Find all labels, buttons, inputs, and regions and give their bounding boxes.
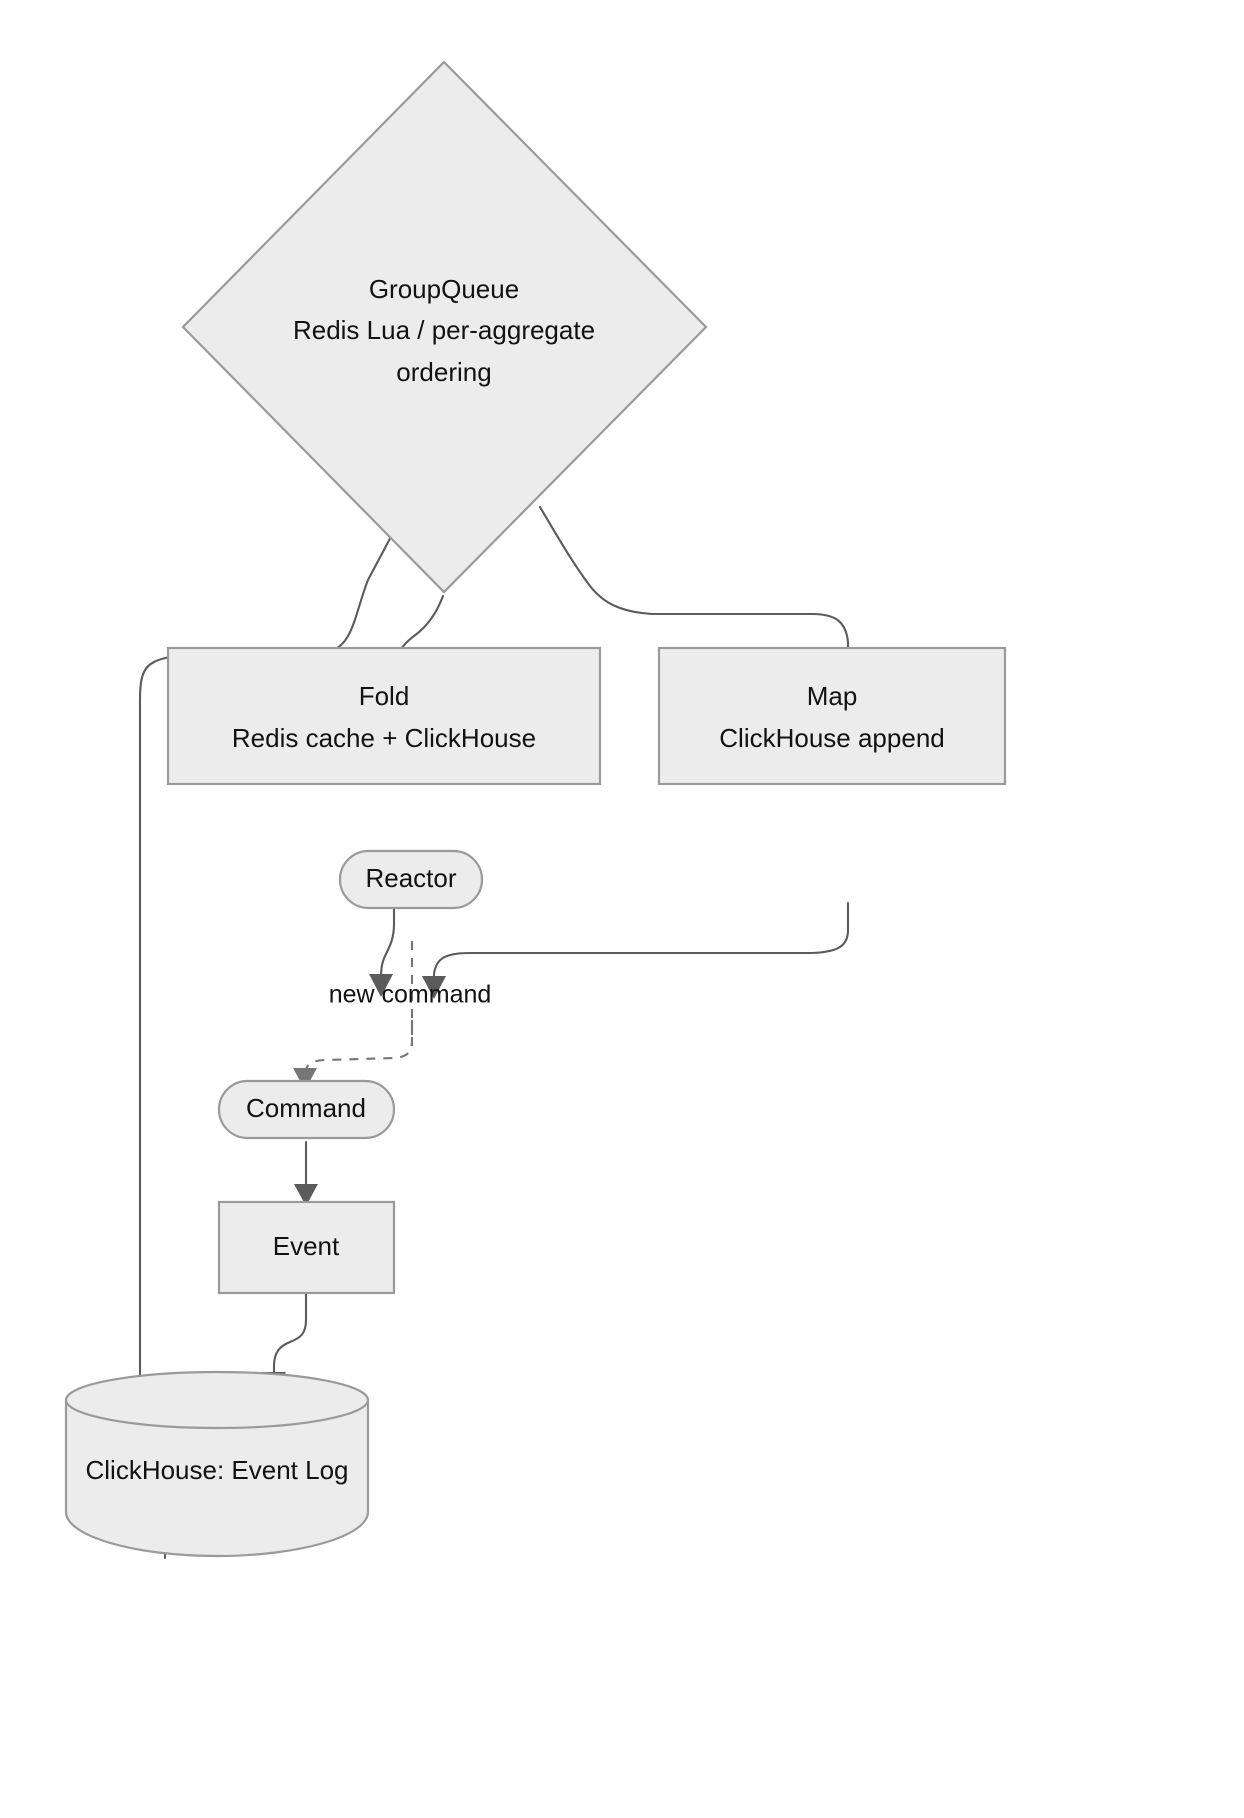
node-clickhouse[interactable]: ClickHouse: Event Log — [64, 1370, 370, 1558]
node-event-label: Event — [273, 1231, 340, 1261]
edge-label-new-command: new command — [329, 981, 492, 1009]
node-map-line-2: ClickHouse append — [719, 723, 944, 753]
node-reactor-label: Reactor — [365, 863, 456, 893]
node-command-label: Command — [246, 1093, 366, 1123]
node-groupqueue-line-2: Redis Lua / per-aggregate — [293, 315, 595, 345]
node-event[interactable]: Event — [217, 1200, 396, 1295]
node-fold-line-1: Fold — [359, 681, 410, 711]
node-groupqueue-line-1: GroupQueue — [369, 274, 519, 304]
edge-command-to-event — [294, 1140, 318, 1206]
edge-fold-to-reactor — [369, 901, 396, 997]
node-groupqueue[interactable]: GroupQueue Redis Lua / per-aggregate ord… — [181, 60, 708, 594]
node-command[interactable]: Command — [217, 1079, 396, 1140]
node-fold-line-2: Redis cache + ClickHouse — [232, 723, 536, 753]
node-map[interactable]: Map ClickHouse append — [657, 646, 1007, 786]
edge-reactor-to-command: new command — [293, 941, 491, 1090]
node-map-line-1: Map — [807, 681, 858, 711]
node-clickhouse-label: ClickHouse: Event Log — [85, 1455, 348, 1485]
node-groupqueue-line-3: ordering — [396, 357, 491, 387]
edge-map-to-reactor — [422, 901, 850, 999]
node-reactor[interactable]: Reactor — [338, 849, 484, 910]
node-fold[interactable]: Fold Redis cache + ClickHouse — [166, 646, 602, 786]
